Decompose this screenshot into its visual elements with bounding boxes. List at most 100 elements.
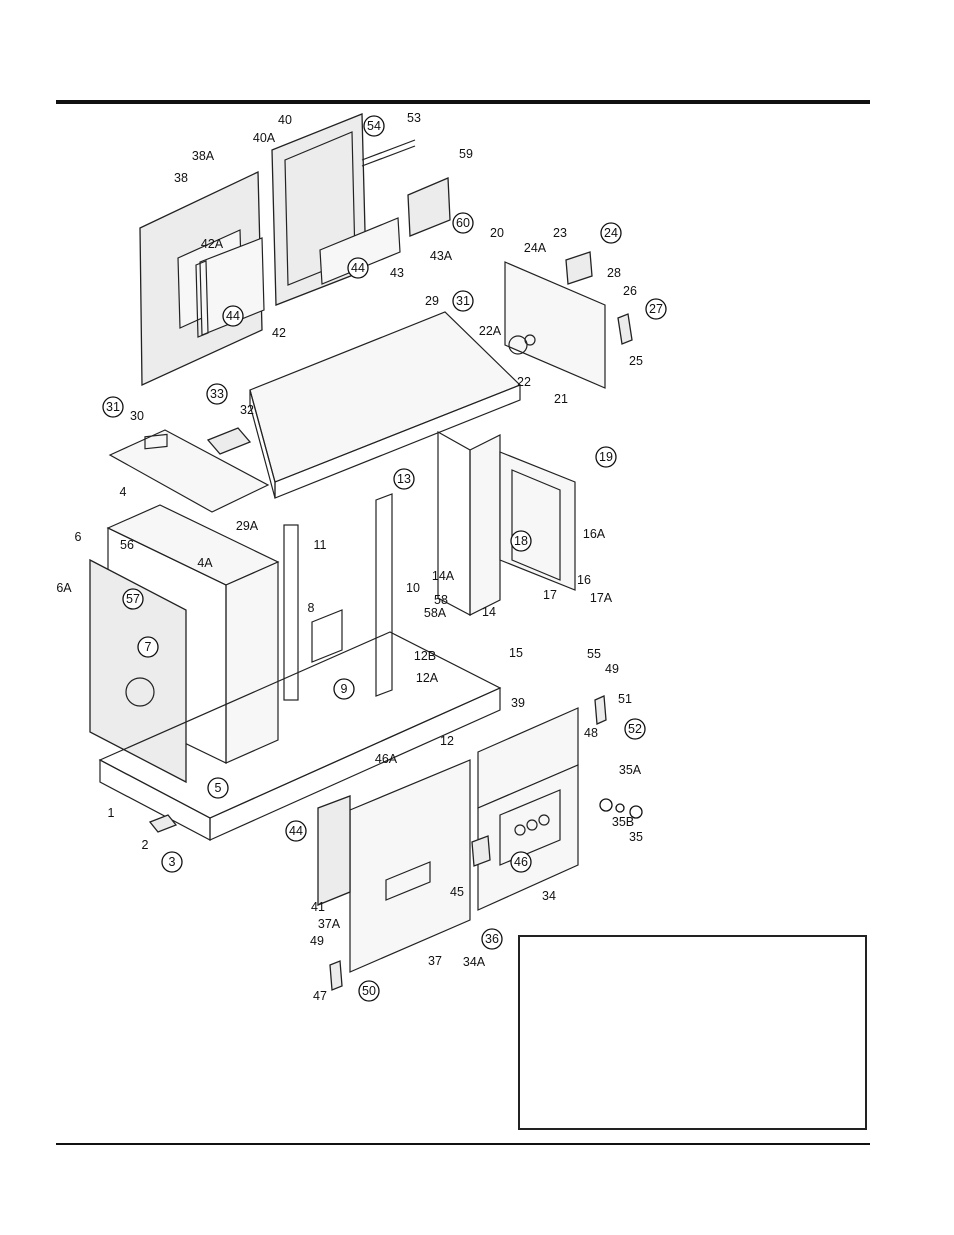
callout-8: 8 [308, 601, 315, 615]
callout-text: 22 [517, 375, 531, 389]
callout-text: 52 [628, 722, 642, 736]
callout-25: 25 [629, 354, 643, 368]
callout-text: 48 [584, 726, 598, 740]
callout-38A: 38A [192, 149, 215, 163]
callout-text: 15 [509, 646, 523, 660]
callout-text: 59 [459, 147, 473, 161]
callout-51: 51 [618, 692, 632, 706]
callout-text: 51 [618, 692, 632, 706]
callout-text: 17 [543, 588, 557, 602]
post-10 [376, 494, 392, 696]
frame-41 [318, 796, 350, 905]
callout-text: 27 [649, 302, 663, 316]
callout-9: 9 [334, 679, 354, 699]
callout-3: 3 [162, 852, 182, 872]
callout-text: 2 [142, 838, 149, 852]
door-37 [350, 760, 470, 972]
callout-text: 44 [226, 309, 240, 323]
callout-7: 7 [138, 637, 158, 657]
callout-text: 32 [240, 403, 254, 417]
callout-19: 19 [596, 447, 616, 467]
callout-54: 54 [364, 116, 384, 136]
callout-16: 16 [577, 573, 591, 587]
callout-text: 12A [416, 671, 439, 685]
callout-text: 60 [456, 216, 470, 230]
callout-text: 17A [590, 591, 613, 605]
callout-text: 38A [192, 149, 215, 163]
callout-22: 22 [517, 375, 531, 389]
callout-text: 42 [272, 326, 286, 340]
callout-text: 31 [456, 294, 470, 308]
callout-52: 52 [625, 719, 645, 739]
callout-18: 18 [511, 531, 531, 551]
callout-text: 23 [553, 226, 567, 240]
callout-43: 43 [390, 266, 404, 280]
callout-text: 56 [120, 538, 134, 552]
callout-text: 40 [278, 113, 292, 127]
callout-35B: 35B [612, 815, 634, 829]
callout-text: 44 [351, 261, 365, 275]
callout-56: 56 [120, 538, 134, 552]
callout-text: 24 [604, 226, 618, 240]
callout-text: 39 [511, 696, 525, 710]
callout-text: 6 [75, 530, 82, 544]
callout-37A: 37A [318, 917, 341, 931]
callout-50: 50 [359, 981, 379, 1001]
callout-36: 36 [482, 929, 502, 949]
callout-text: 14A [432, 569, 455, 583]
callout-text: 30 [130, 409, 144, 423]
callout-53: 53 [407, 111, 421, 125]
callout-43A: 43A [430, 249, 453, 263]
callout-text: 46 [514, 855, 528, 869]
callout-text: 21 [554, 392, 568, 406]
callout-text: 6A [56, 581, 72, 595]
callout-text: 38 [174, 171, 188, 185]
clip-2 [150, 815, 176, 832]
callout-text: 5 [215, 781, 222, 795]
callout-28: 28 [607, 266, 621, 280]
callout-41: 41 [311, 900, 325, 914]
callout-text: 40A [253, 131, 276, 145]
callout-31: 31 [103, 397, 123, 417]
callout-48: 48 [584, 726, 598, 740]
hinge-48 [595, 696, 606, 724]
callout-35A: 35A [619, 763, 642, 777]
hinge-47 [330, 961, 342, 990]
plate-32 [208, 428, 250, 454]
callout-49: 49 [310, 934, 324, 948]
callout-17: 17 [543, 588, 557, 602]
callout-5: 5 [208, 778, 228, 798]
callout-17A: 17A [590, 591, 613, 605]
callout-2: 2 [142, 838, 149, 852]
callout-30: 30 [130, 409, 144, 423]
callout-34A: 34A [463, 955, 486, 969]
callout-24A: 24A [524, 241, 547, 255]
callout-20: 20 [490, 226, 504, 240]
callout-29A: 29A [236, 519, 259, 533]
callout-57: 57 [123, 589, 143, 609]
callout-text: 4A [197, 556, 213, 570]
callout-text: 42A [201, 237, 224, 251]
callout-35: 35 [629, 830, 643, 844]
callout-text: 14 [482, 605, 496, 619]
callout-text: 16 [577, 573, 591, 587]
callout-31: 31 [453, 291, 473, 311]
callout-text: 49 [605, 662, 619, 676]
callout-text: 10 [406, 581, 420, 595]
plate-23 [566, 252, 592, 284]
callout-text: 11 [314, 538, 327, 552]
callout-39: 39 [511, 696, 525, 710]
callout-text: 25 [629, 354, 643, 368]
callout-29: 29 [425, 294, 439, 308]
callout-27: 27 [646, 299, 666, 319]
callout-text: 24A [524, 241, 547, 255]
callout-58A: 58A [424, 606, 447, 620]
callout-12B: 12B [414, 649, 436, 663]
callout-42: 42 [272, 326, 286, 340]
callout-text: 55 [587, 647, 601, 661]
callout-text: 43 [390, 266, 404, 280]
callout-text: 3 [169, 855, 176, 869]
callout-44: 44 [223, 306, 243, 326]
callout-44: 44 [348, 258, 368, 278]
